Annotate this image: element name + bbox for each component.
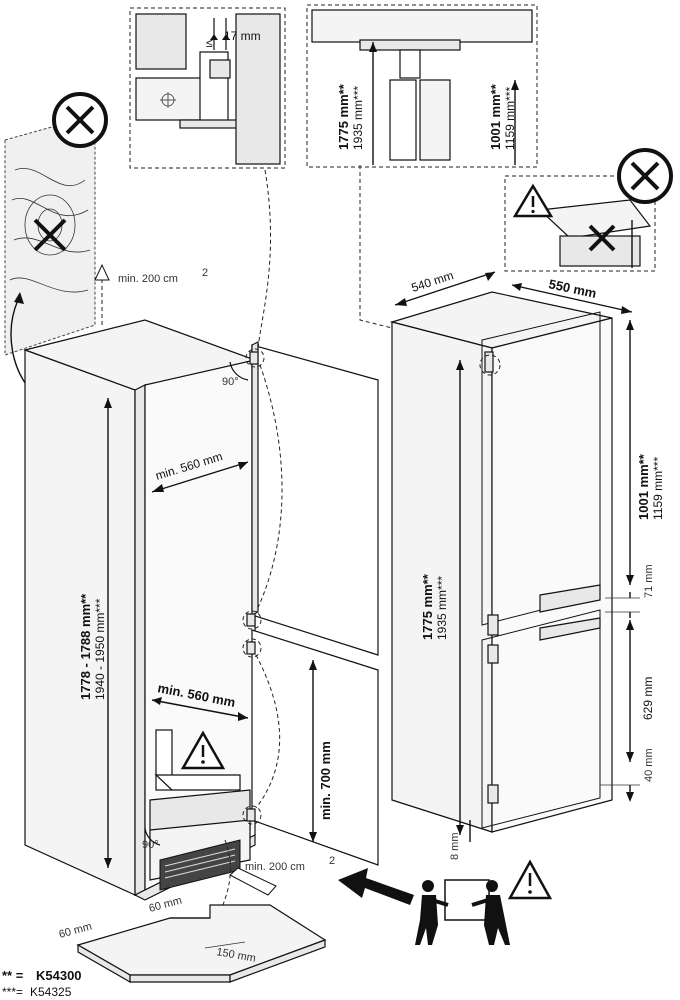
vent-top-label: min. 200 cm — [118, 273, 178, 285]
cabinet-door-top — [251, 341, 379, 656]
door-min-dim: min. 700 mm — [309, 660, 333, 842]
legend-k54300: K54300 — [36, 968, 82, 983]
top-fridge-k54300: 1001 mm** — [488, 83, 503, 150]
legend-k54325: K54325 — [30, 985, 72, 999]
appliance-height-k54300: 1775 mm** — [420, 573, 435, 640]
base-plate: 60 mm 60 mm 150 mm — [58, 895, 327, 984]
freezer-height-label: 629 mm — [641, 677, 655, 720]
carry-warning-icon — [507, 859, 553, 900]
two-persons-icon — [415, 879, 510, 945]
cabinet-door-bottom — [251, 629, 379, 866]
vent-arrow-top: min. 200 cm 2 — [94, 263, 208, 325]
hinge-markers — [242, 348, 265, 825]
top-height-k54300: 1775 mm** — [336, 83, 351, 150]
fridge-height-k54325: 1159 mm*** — [651, 457, 665, 520]
vent-grille — [159, 839, 241, 891]
warning-detail-box — [504, 175, 656, 272]
niche-angle-top: 90° — [222, 376, 239, 388]
top-height-k54325: 1935 mm*** — [351, 86, 365, 150]
cabinet-niche — [22, 319, 258, 901]
vent-bottom-label: min. 200 cm — [245, 861, 305, 873]
appliance-height-k54325: 1935 mm*** — [435, 576, 449, 640]
wood-panel — [4, 114, 96, 356]
niche-angle-bottom: 90° — [142, 839, 159, 851]
direction-arrow — [338, 868, 414, 905]
fridge-height-k54300: 1001 mm** — [636, 453, 651, 520]
niche-warning-icon — [180, 730, 226, 770]
appliance-foot: 8 mm — [449, 833, 461, 861]
fridge-height-dim: 1001 mm** 1159 mm*** — [626, 320, 665, 585]
legend-k54325-key: ***= — [2, 985, 23, 999]
niche-height-k54300: 1778 - 1788 mm** — [78, 593, 93, 700]
bottom-gap-label: 40 mm — [643, 748, 655, 782]
door-min-label: min. 700 mm — [318, 741, 333, 820]
freezer-height-dim: 629 mm — [626, 620, 655, 762]
appliance-width-label: 550 mm — [547, 276, 597, 301]
gap-mid-label: 71 mm — [643, 564, 655, 598]
prohibited-icon-left — [52, 92, 108, 148]
bottom-gap-dim: 40 mm — [600, 748, 655, 802]
hinge-gap-label: 17 mm — [224, 29, 261, 43]
vent-bottom-sup: 2 — [329, 855, 335, 867]
hinge-gap-symbol: ≤ — [206, 36, 213, 50]
vent-top-sup: 2 — [202, 267, 208, 279]
base-w2: 60 mm — [58, 921, 94, 941]
niche-height-dim: 1778 - 1788 mm** 1940 - 1950 mm*** — [78, 398, 112, 868]
prohibited-icon-right — [617, 148, 673, 204]
legend-k54300-key: ** = — [2, 968, 24, 983]
gap-mid-dim: 71 mm — [605, 564, 655, 618]
appliance — [389, 291, 613, 833]
top-height-detail-box: 1775 mm** 1935 mm*** 1001 mm** 1159 mm**… — [306, 4, 538, 168]
hinge-detail-box: ≤ 17 mm — [129, 7, 286, 169]
appliance-depth-label: 540 mm — [410, 268, 456, 295]
vent-arrow-bottom: min. 200 cm 2 — [229, 855, 335, 896]
appliance-height-dim: 1775 mm** 1935 mm*** — [420, 360, 464, 835]
top-fridge-k54325: 1159 mm*** — [503, 87, 517, 150]
model-legend: ** = K54300 ***= K54325 — [2, 968, 82, 999]
warning-icon — [512, 183, 554, 218]
base-w1: 60 mm — [148, 895, 184, 915]
niche-height-k54325: 1940 - 1950 mm*** — [93, 598, 107, 700]
